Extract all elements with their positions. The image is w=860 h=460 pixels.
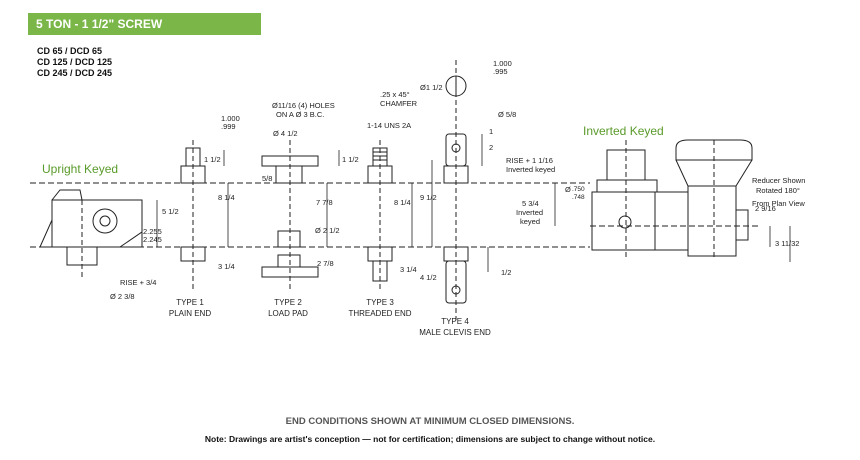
dim-text: 5/8 [262, 174, 272, 183]
type3-threaded-end-drawing [367, 140, 393, 290]
dim-text: 8 1/4 [218, 193, 235, 202]
model-item: CD 65 / DCD 65 [37, 46, 103, 56]
dim-text: Ø1 1/2 [420, 83, 443, 92]
disclaimer-note: Note: Drawings are artist's conception —… [204, 434, 656, 444]
type1-subtitle: PLAIN END [169, 309, 211, 318]
dim-text: CHAMFER [380, 99, 418, 108]
section-title: 5 TON - 1 1/2" SCREW [36, 17, 163, 31]
dim-text: .750 [572, 186, 585, 193]
dim-text: 2.245 [143, 235, 162, 244]
dim-text: 7 7/8 [316, 198, 333, 207]
type4-subtitle: MALE CLEVIS END [419, 328, 491, 337]
upright-keyed-label: Upright Keyed [42, 162, 119, 176]
dim-text: 1 [489, 127, 493, 136]
dim-text: 2 7/8 [317, 259, 334, 268]
dim-text: .25 x 45° [380, 90, 410, 99]
model-item: CD 125 / DCD 125 [37, 57, 113, 67]
dim-text: 5 3/4 [522, 199, 539, 208]
type1-title: TYPE 1 [176, 298, 204, 307]
dim-text: 1.000 [221, 114, 240, 123]
inverted-gearbox [591, 139, 753, 260]
dim-text: keyed [520, 217, 540, 226]
dim-text: 3 11/32 [775, 239, 799, 248]
dim-text: Inverted [516, 208, 543, 217]
end-conditions-note: END CONDITIONS SHOWN AT MINIMUM CLOSED D… [285, 416, 575, 427]
dim-text: 1/2 [501, 268, 511, 277]
upright-gearbox [39, 189, 143, 280]
dim-text: 5 1/2 [162, 207, 179, 216]
dim-text: From Plan View [752, 199, 805, 208]
type2-title: TYPE 2 [274, 298, 302, 307]
type4-clevis-drawing [443, 60, 469, 320]
dim-text: Reducer Shown [752, 176, 805, 185]
dim-text: .748 [572, 194, 585, 201]
type1-plain-end-drawing [180, 140, 206, 290]
type2-load-pad-drawing [261, 140, 319, 290]
dim-text: .999 [221, 122, 236, 131]
dim-text: 2 9/16 [755, 204, 776, 213]
dim-text: Ø 2 3/8 [110, 292, 135, 301]
dim-text: Inverted keyed [506, 165, 555, 174]
type3-subtitle: THREADED END [348, 309, 411, 318]
dim-text: Ø 2 1/2 [315, 226, 340, 235]
dim-text: 2 [489, 143, 493, 152]
dim-text: 8 1/4 [394, 198, 411, 207]
type3-title: TYPE 3 [366, 298, 394, 307]
dim-text: ON A Ø 3 B.C. [276, 110, 324, 119]
model-list: CD 65 / DCD 65 CD 125 / DCD 125 CD 245 /… [37, 46, 112, 79]
dim-text: 1-14 UNS 2A [367, 121, 411, 130]
dim-text: 4 1/2 [420, 273, 437, 282]
dim-text: 3 1/4 [400, 265, 417, 274]
dim-text: 3 1/4 [218, 262, 235, 271]
type2-subtitle: LOAD PAD [268, 309, 308, 318]
model-item: CD 245 / DCD 245 [37, 68, 113, 78]
dim-text: Ø11/16 (4) HOLES [272, 101, 335, 110]
dim-text: Ø 4 1/2 [273, 129, 298, 138]
dim-text: 1 1/2 [342, 155, 359, 164]
section-title-bar: 5 TON - 1 1/2" SCREW [28, 13, 261, 35]
dim-text: RISE + 1 1/16 [506, 156, 553, 165]
dim-text: .995 [493, 67, 508, 76]
dim-text: 9 1/2 [420, 193, 437, 202]
dim-text: RISE + 3/4 [120, 278, 156, 287]
inverted-keyed-label: Inverted Keyed [583, 124, 664, 138]
dim-text: Ø 5/8 [498, 110, 516, 119]
dim-text: Rotated 180° [756, 186, 800, 195]
dim-text: 2.255 [143, 227, 162, 236]
type4-title: TYPE 4 [441, 317, 469, 326]
dim-text: 1.000 [493, 59, 512, 68]
dim-text: Ø [565, 185, 571, 194]
dim-text: 1 1/2 [204, 155, 221, 164]
